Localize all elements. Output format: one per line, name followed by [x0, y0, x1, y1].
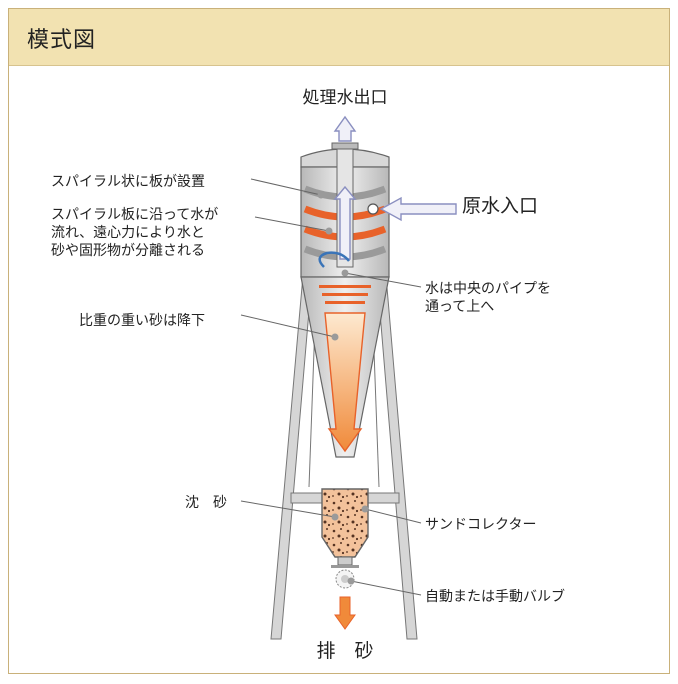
- diagram-frame: 模式図: [8, 8, 670, 674]
- discharge-label: 排 砂: [316, 640, 373, 662]
- sand-collector: [321, 488, 369, 568]
- hydrocyclone-diagram: 処理水出口 原水入口 スパイラル状に板が設置 スパイラル板に沿って水が 流れ、遠…: [51, 88, 565, 662]
- leader-lines: [240, 178, 422, 596]
- centrifugal-label-line1: スパイラル板に沿って水が: [51, 207, 218, 223]
- sand-fall-arrow: [319, 285, 371, 453]
- sand-fall-label: 比重の重い砂は降下: [79, 313, 205, 329]
- discharge-arrow: [334, 596, 356, 630]
- settled-sand-label: 沈 砂: [185, 495, 227, 511]
- sand-collector-label: サンドコレクター: [425, 517, 536, 533]
- header-bar: 模式図: [9, 9, 669, 66]
- outlet-arrow: [333, 115, 357, 260]
- valve-label: 自動または手動バルブ: [425, 588, 565, 605]
- center-pipe-label-line1: 水は中央のパイプを: [425, 281, 551, 297]
- support-frame: [270, 263, 418, 640]
- leader-dots: [317, 191, 369, 585]
- centrifugal-label-line3: 砂や固形物が分離される: [51, 242, 205, 259]
- center-pipe-label-line2: 通って上へ: [425, 299, 494, 315]
- inlet-label: 原水入口: [462, 195, 538, 217]
- swirl-arrow: [318, 251, 350, 268]
- outlet-label: 処理水出口: [303, 88, 388, 108]
- spiral-plate-label: スパイラル状に板が設置: [51, 174, 205, 190]
- inlet-arrow: [367, 196, 457, 222]
- header-title: 模式図: [27, 28, 97, 53]
- centrifugal-label-line2: 流れ、遠心力により水と: [51, 225, 205, 241]
